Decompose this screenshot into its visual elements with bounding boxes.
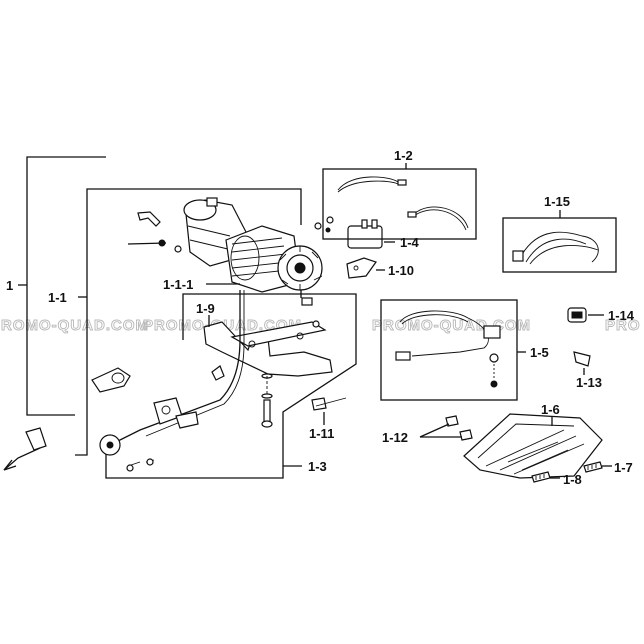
group-box-1-3 xyxy=(105,293,357,479)
callout-1-15: 1-15 xyxy=(544,194,570,209)
watermark-text: PRO xyxy=(605,317,641,334)
relay-and-bracket xyxy=(314,216,383,279)
watermark-text: PROMO-QUAD.COM xyxy=(372,317,531,334)
callout-1-1: 1-1 xyxy=(48,290,67,305)
callout-1-7: 1-7 xyxy=(614,460,633,475)
assembly-bracket-1 xyxy=(18,156,106,416)
callout-1-13: 1-13 xyxy=(576,375,602,390)
cap-and-bracket xyxy=(567,307,591,367)
wire-rope-and-roller xyxy=(91,290,245,472)
skid-plate xyxy=(463,413,603,479)
harness-1-2-box xyxy=(322,168,477,240)
mounting-plate xyxy=(203,297,333,377)
callout-1-2: 1-2 xyxy=(394,148,413,163)
callout-1-5: 1-5 xyxy=(530,345,549,360)
callout-1-9: 1-9 xyxy=(196,301,215,316)
bolt xyxy=(261,373,347,428)
callout-1-10: 1-10 xyxy=(388,263,414,278)
watermark-text: PROMO-QUAD.COM xyxy=(0,317,149,334)
callout-1-8: 1-8 xyxy=(563,472,582,487)
winch-assembly xyxy=(127,197,323,293)
harness-1-15-box xyxy=(502,217,617,273)
callout-1-12: 1-12 xyxy=(382,430,408,445)
callout-1-3: 1-3 xyxy=(308,459,327,474)
callout-1-6: 1-6 xyxy=(541,402,560,417)
callout-1-14: 1-14 xyxy=(608,308,635,323)
callout-1: 1 xyxy=(6,278,13,293)
harness-1-5-box xyxy=(380,299,518,401)
watermark-band: PROMO-QUAD.COM PROMO-QUAD.COM PROMO-QUAD… xyxy=(0,317,641,335)
callout-1-11: 1-11 xyxy=(309,426,334,441)
callout-1-4: 1-4 xyxy=(400,235,420,250)
orientation-arrow-icon xyxy=(3,427,47,471)
callout-1-1-1: 1-1-1 xyxy=(163,277,193,292)
